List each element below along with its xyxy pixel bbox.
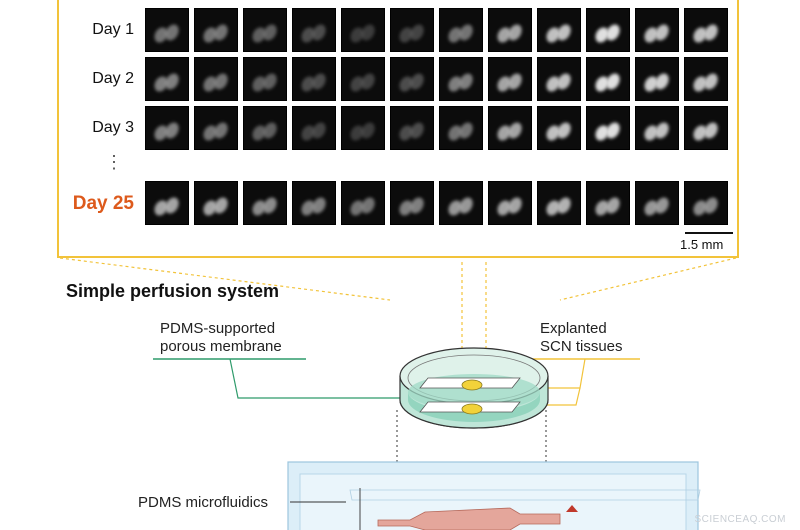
image-tile [439, 57, 483, 101]
row-ellipsis: ⋮ [105, 152, 123, 172]
image-tile [586, 8, 630, 52]
scn-tissue-bottom [461, 403, 483, 415]
image-tile [635, 106, 679, 150]
image-tile [390, 57, 434, 101]
image-tile [635, 181, 679, 225]
image-tile [145, 106, 189, 150]
membrane-label-line-1: PDMS-supported [160, 320, 276, 337]
image-tile [390, 181, 434, 225]
image-tile [194, 57, 238, 101]
zoom-guide-right [559, 257, 737, 301]
image-tile [292, 8, 336, 52]
row-label-day-2: Day 2 [92, 70, 134, 87]
image-tile [684, 57, 728, 101]
membrane-label-line-2: porous membrane [160, 338, 282, 355]
image-tile [194, 106, 238, 150]
image-tile [586, 181, 630, 225]
image-tile [537, 8, 581, 52]
image-tile [292, 106, 336, 150]
section-title: Simple perfusion system [66, 281, 280, 301]
microfluidics-label: PDMS microfluidics [138, 494, 269, 511]
row-label-day-1: Day 1 [92, 21, 134, 38]
image-tile [390, 106, 434, 150]
image-tile [194, 8, 238, 52]
row-label-day-3: Day 3 [92, 119, 134, 136]
image-tile [243, 181, 287, 225]
microfluidics-chip [287, 461, 701, 530]
row-label-day-25: Day 25 [72, 193, 134, 214]
image-tile [537, 181, 581, 225]
image-tile [145, 181, 189, 225]
image-tile [292, 181, 336, 225]
zoom-guide-left [59, 257, 391, 301]
image-tile [684, 8, 728, 52]
image-tile [341, 8, 385, 52]
image-tile [488, 106, 532, 150]
image-tile [439, 8, 483, 52]
image-tile [243, 57, 287, 101]
image-tile [488, 8, 532, 52]
image-tile [145, 8, 189, 52]
image-tile [635, 8, 679, 52]
image-tile [341, 181, 385, 225]
image-tile [194, 181, 238, 225]
scn-tissue-top [461, 379, 483, 391]
image-tile [243, 8, 287, 52]
image-tile [684, 106, 728, 150]
image-tile [145, 57, 189, 101]
image-tile [537, 57, 581, 101]
image-tile [635, 57, 679, 101]
image-tile [586, 57, 630, 101]
membrane-leader-line [229, 358, 420, 399]
petri-dish [399, 347, 549, 429]
image-tile [341, 57, 385, 101]
scale-bar [685, 232, 733, 234]
tissue-label-line-2: SCN tissues [540, 338, 623, 355]
microfluidic-channel [377, 507, 561, 530]
image-tile [243, 106, 287, 150]
image-tile [341, 106, 385, 150]
image-tile [488, 181, 532, 225]
image-tile [586, 106, 630, 150]
image-tile [439, 106, 483, 150]
image-tile [488, 57, 532, 101]
image-tile [537, 106, 581, 150]
image-tile [292, 57, 336, 101]
watermark: SCIENCEAQ.COM [694, 514, 786, 525]
tissue-label-line-1: Explanted [540, 320, 607, 337]
scale-bar-label: 1.5 mm [680, 237, 724, 252]
image-tile [390, 8, 434, 52]
image-tile [439, 181, 483, 225]
image-tile [684, 181, 728, 225]
image-grid-frame [57, 0, 739, 258]
